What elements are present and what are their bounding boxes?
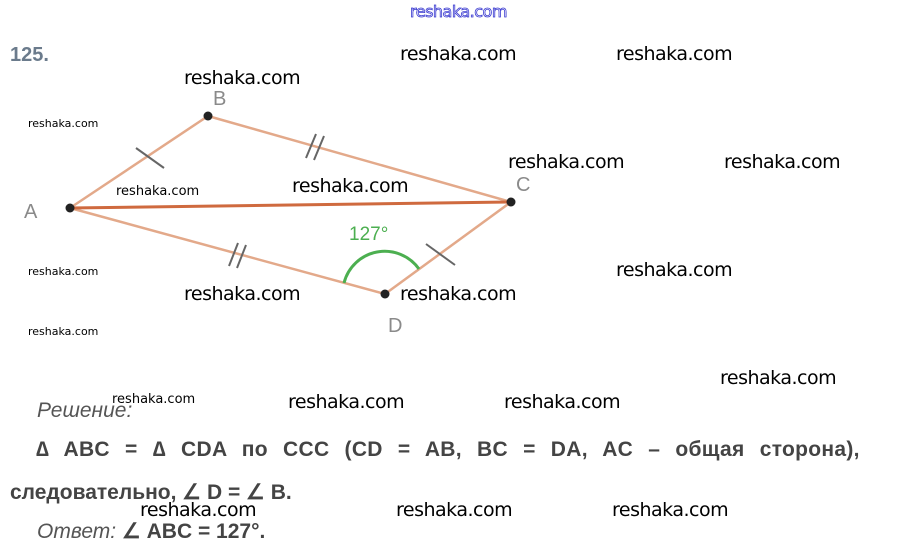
side-ab (69, 114, 209, 210)
side-bc (207, 114, 512, 204)
diagonal-ac (69, 200, 512, 210)
label-d: D (388, 315, 403, 337)
watermark: reshaka.com (410, 2, 508, 22)
watermark: reshaka.com (140, 499, 257, 521)
point-c (506, 197, 516, 207)
watermark: reshaka.com (616, 43, 733, 65)
answer: Ответ: ∠ ABC = 127°. (37, 519, 265, 544)
tick-marks (135, 133, 456, 269)
point-b (203, 111, 213, 121)
point-a (65, 203, 75, 213)
answer-label: Ответ: (37, 520, 117, 543)
side-ad (69, 206, 386, 296)
label-b: B (213, 88, 227, 110)
watermark: reshaka.com (288, 391, 405, 413)
angle-arc (342, 249, 421, 284)
solution-line-1: ∆ ABC = ∆ CDA по ССС (CD = AB, BC = DA, … (36, 438, 860, 461)
watermark: reshaka.com (400, 43, 517, 65)
watermark: reshaka.com (720, 367, 837, 389)
watermark: reshaka.com (116, 184, 200, 199)
watermark: reshaka.com (28, 117, 99, 130)
watermark: reshaka.com (292, 175, 409, 197)
watermark: reshaka.com (28, 265, 99, 278)
label-c: C (516, 174, 531, 196)
side-dc (384, 200, 512, 296)
label-a: A (24, 201, 38, 223)
point-d (380, 289, 390, 299)
watermark: reshaka.com (616, 259, 733, 281)
watermark: reshaka.com (112, 392, 196, 407)
problem-number: 125. (10, 44, 49, 66)
watermark: reshaka.com (28, 325, 99, 338)
watermark: reshaka.com (396, 499, 513, 521)
watermark: reshaka.com (184, 67, 301, 89)
watermark: reshaka.com (504, 391, 621, 413)
watermark: reshaka.com (184, 283, 301, 305)
watermark: reshaka.com (724, 151, 841, 173)
solution-line-2: следовательно, ∠ D = ∠ B. (10, 481, 292, 504)
watermark: reshaka.com (508, 151, 625, 173)
watermark: reshaka.com (612, 499, 729, 521)
angle-label: 127° (349, 224, 389, 245)
answer-value: ∠ ABC = 127°. (121, 520, 266, 543)
solution-heading: Решение: (37, 399, 133, 422)
watermark: reshaka.com (400, 283, 517, 305)
